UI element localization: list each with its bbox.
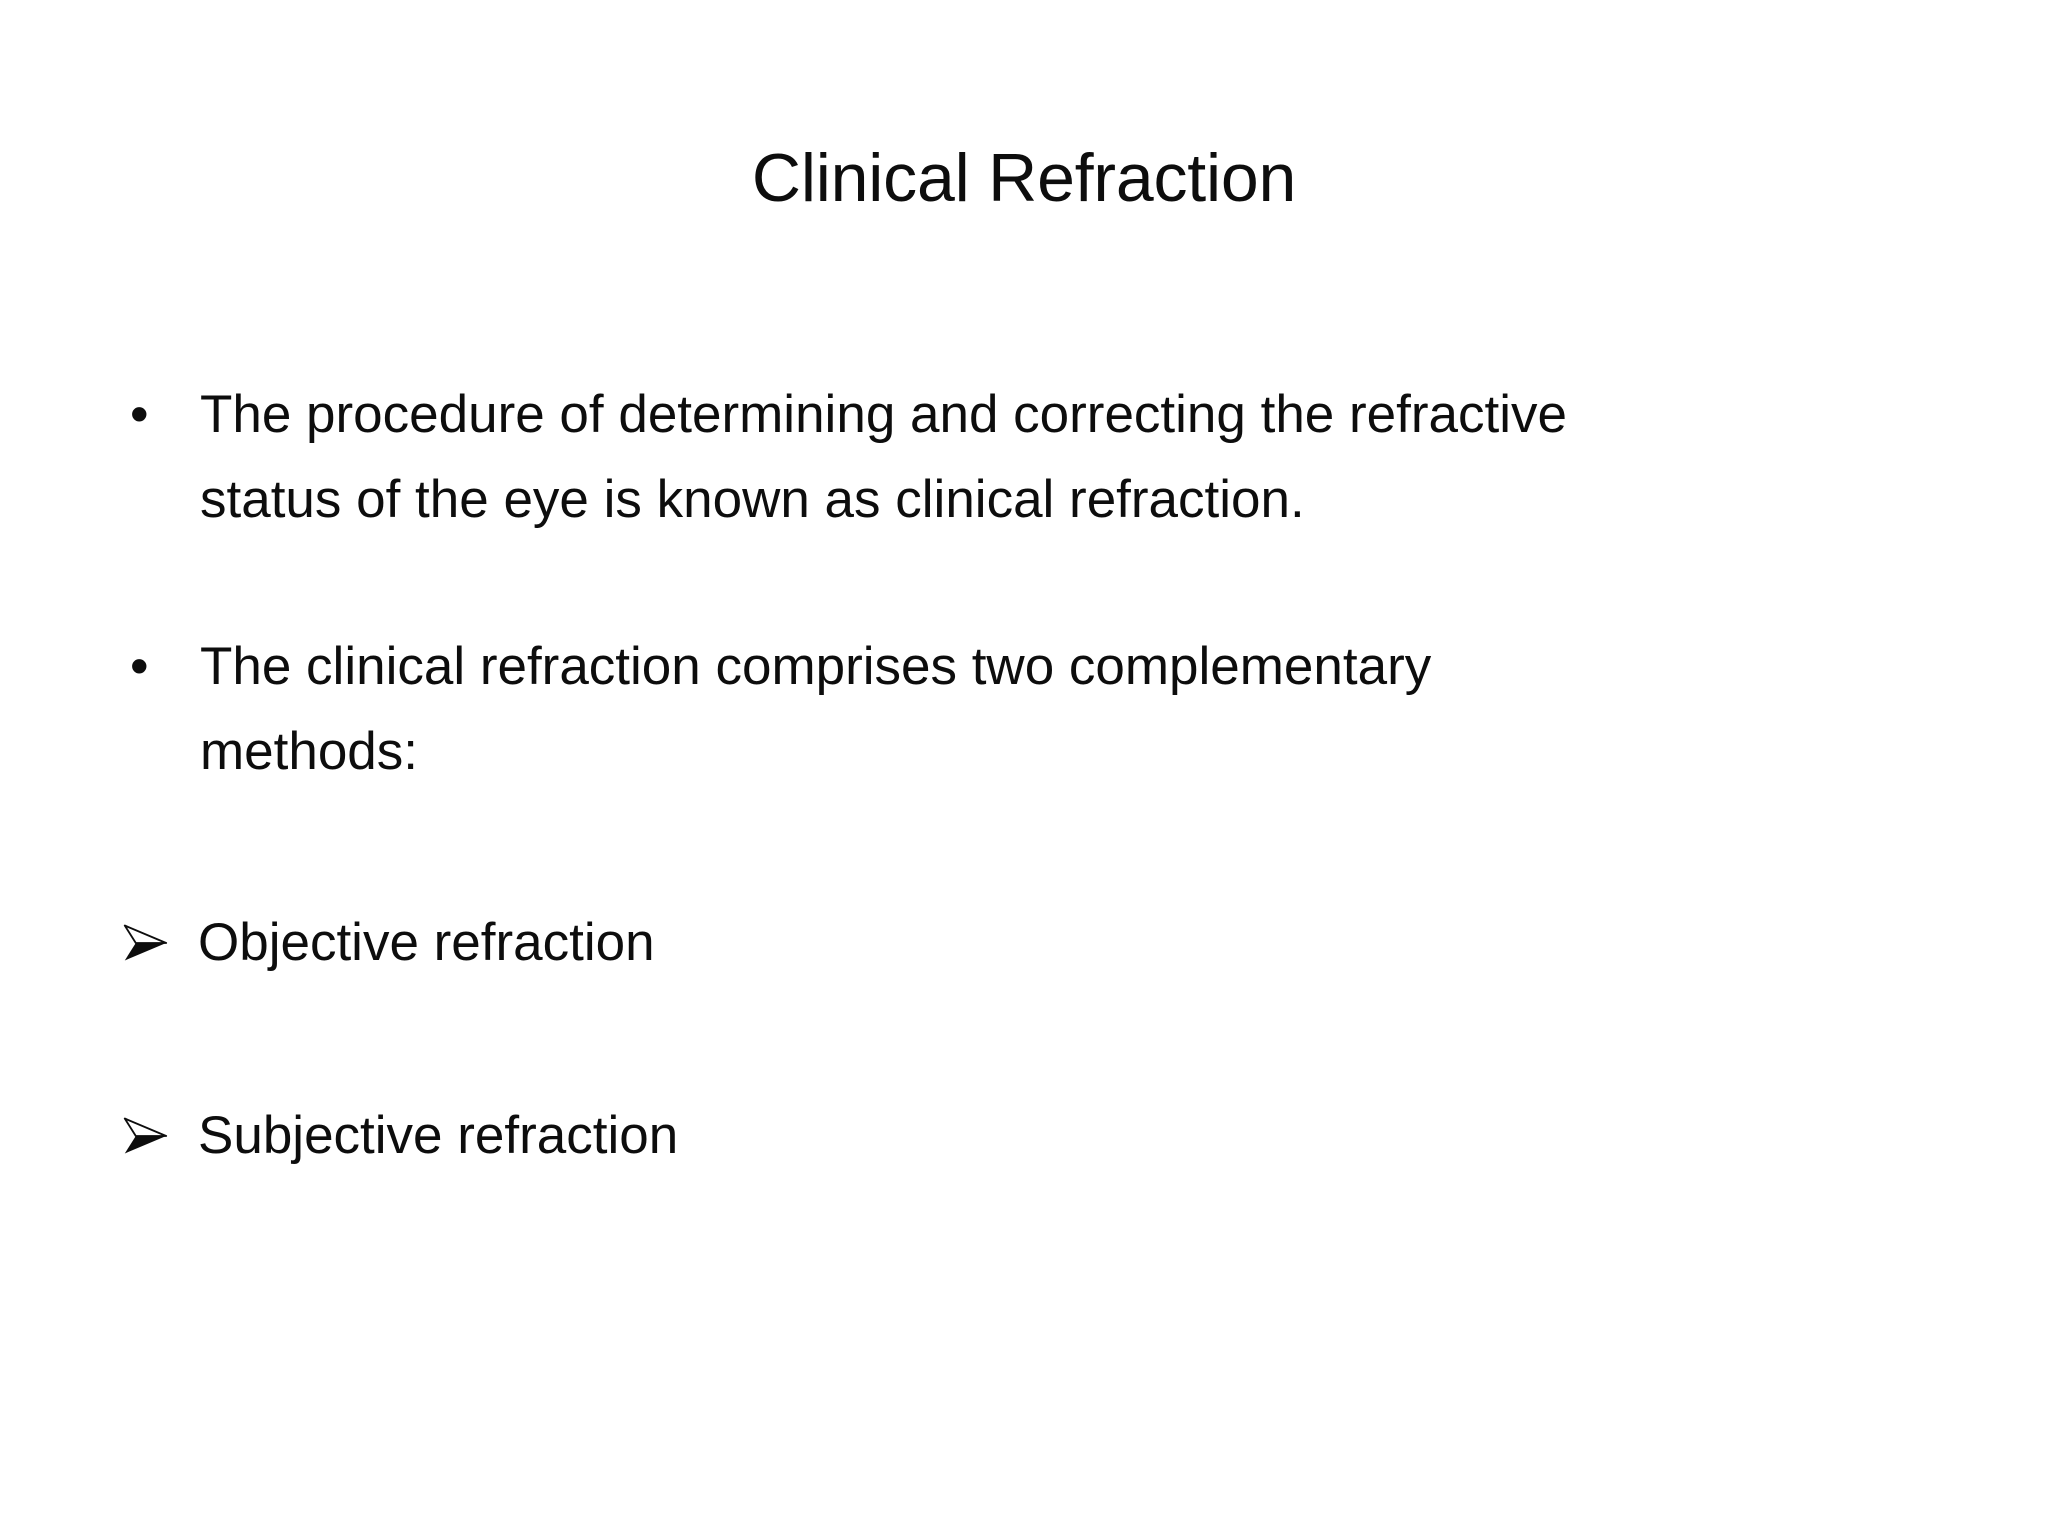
list-item-text: Objective refraction <box>198 900 1920 985</box>
list-item-line: status of the eye is known as clinical r… <box>200 470 1305 529</box>
list-item-text: Subjective refraction <box>198 1093 1920 1178</box>
list-item-line: Objective refraction <box>198 913 655 972</box>
slide-body: • The procedure of determining and corre… <box>120 372 1920 1178</box>
list-item-line: Subjective refraction <box>198 1106 679 1165</box>
arrowhead-bullet-icon <box>122 1093 182 1178</box>
list-item: Subjective refraction <box>120 1093 1920 1178</box>
list-item: • The clinical refraction comprises two … <box>120 624 1920 794</box>
list-item-line: The procedure of determining and correct… <box>200 385 1567 444</box>
arrowhead-bullet-icon <box>122 900 182 985</box>
disc-bullet-icon: • <box>130 637 149 696</box>
disc-bullet-icon: • <box>130 385 149 444</box>
list-item: Objective refraction <box>120 900 1920 985</box>
list-item: • The procedure of determining and corre… <box>120 372 1920 542</box>
list-item-line: methods: <box>200 722 419 781</box>
page-title: Clinical Refraction <box>751 140 1297 216</box>
list-item-line: The clinical refraction comprises two co… <box>200 637 1432 696</box>
list-item-text: The procedure of determining and correct… <box>200 372 1920 542</box>
list-item-text: The clinical refraction comprises two co… <box>200 624 1920 794</box>
